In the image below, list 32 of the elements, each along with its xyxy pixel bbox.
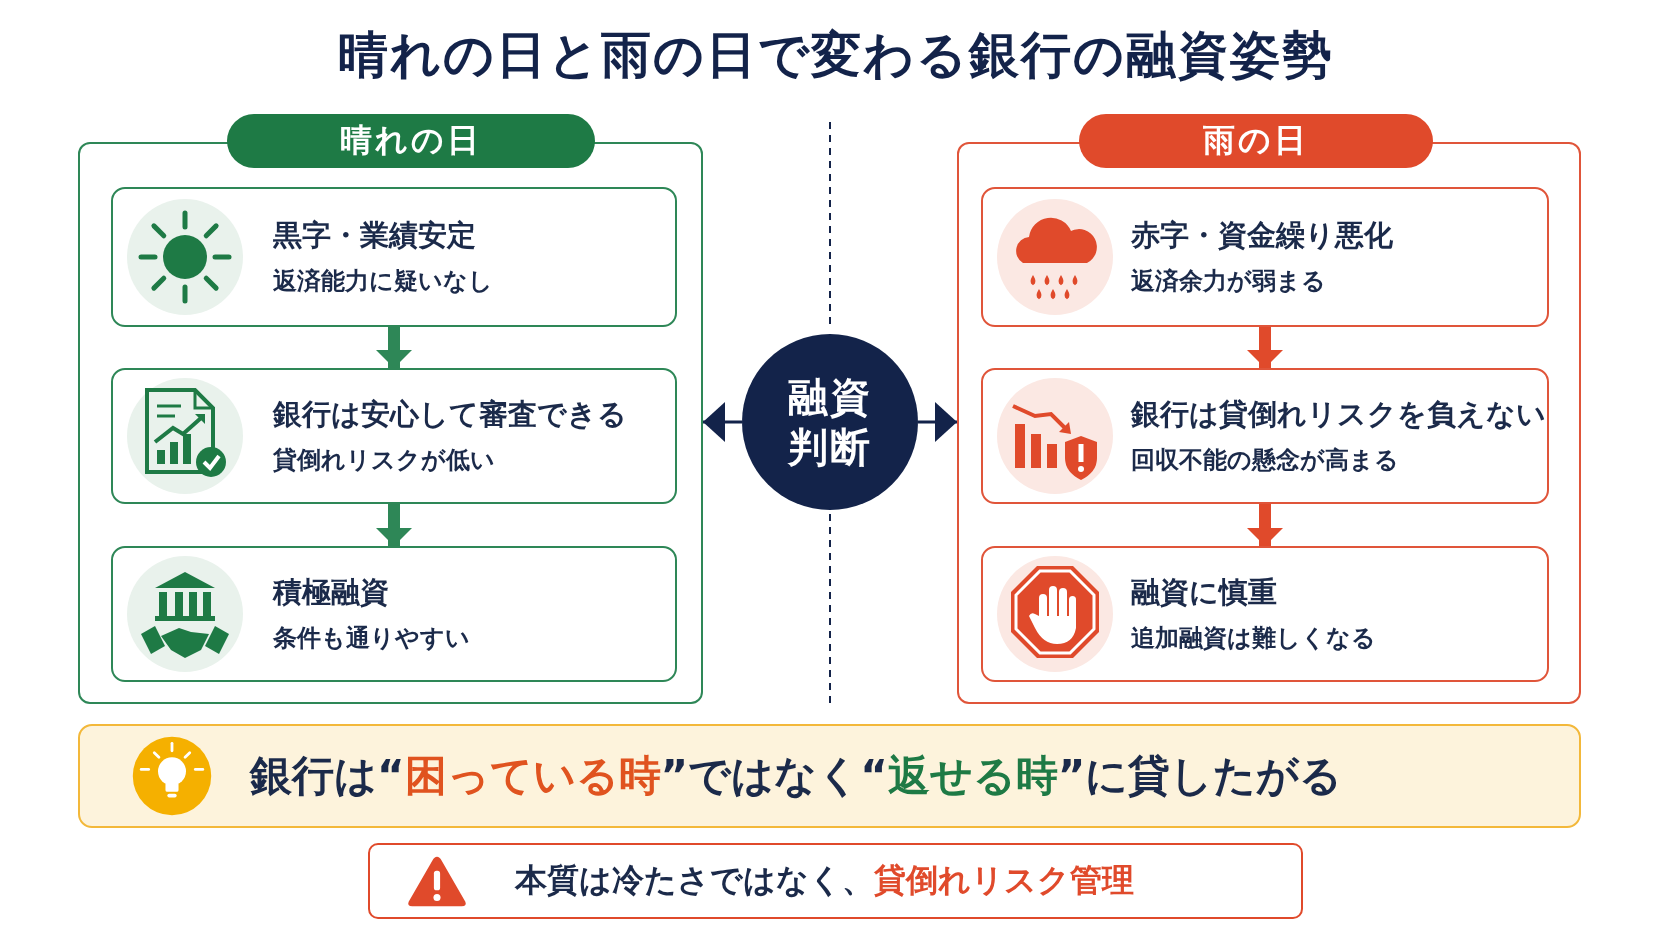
card-heading: 融資に慎重: [1130, 574, 1277, 611]
diagram-title: 晴れの日と雨の日で変わる銀行の融資姿勢: [337, 25, 1335, 86]
arrow: [376, 327, 412, 368]
arrow: [918, 402, 957, 442]
step-card: [980, 545, 1549, 682]
step-card: [980, 367, 1549, 504]
step-card: [980, 186, 1549, 327]
card-description: 条件も通りやすい: [272, 622, 470, 654]
card-description: 返済余力が弱まる: [1130, 265, 1326, 297]
arrow: [376, 504, 412, 546]
note-text: 本質は冷たさではなく、貸倒れリスク管理: [515, 860, 1134, 901]
card-heading: 積極融資: [272, 574, 389, 611]
card-heading: 銀行は貸倒れリスクを負えない: [1130, 396, 1546, 433]
arrow: [1247, 327, 1283, 368]
card-description: 貸倒れリスクが低い: [272, 444, 495, 476]
card-heading: 赤字・資金繰り悪化: [1130, 217, 1393, 254]
card-description: 回収不能の懸念が高まる: [1130, 444, 1399, 476]
card-description: 追加融資は難しくなる: [1130, 622, 1376, 654]
section-tab: 雨の日: [1079, 114, 1433, 168]
card-heading: 黒字・業績安定: [272, 217, 476, 254]
key-message: 銀行は“困っている時”ではなく“返せる時”に貸したがる: [250, 750, 1343, 802]
arrow: [1247, 504, 1283, 546]
note-box: [368, 843, 1303, 919]
card-heading: 銀行は安心して審査できる: [272, 396, 627, 433]
step-card: [110, 545, 677, 682]
card-description: 返済能力に疑いなし: [272, 265, 493, 297]
step-card: [110, 367, 677, 504]
section-tab: 晴れの日: [227, 114, 595, 168]
step-card: [110, 186, 677, 327]
circle-label: 融資判断: [788, 373, 872, 472]
key-message-banner: [78, 724, 1581, 828]
arrow: [703, 402, 742, 442]
